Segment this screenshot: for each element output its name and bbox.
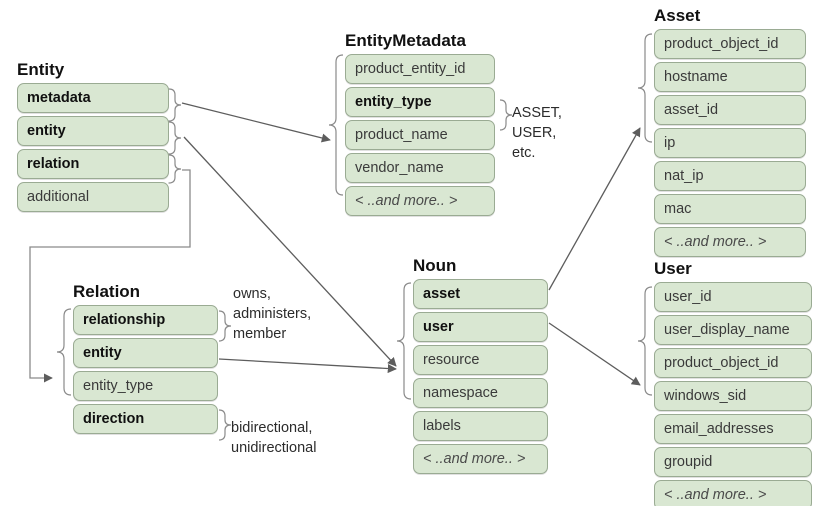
entitymetadata-group-brace: [328, 54, 344, 196]
field-asset-nat-ip[interactable]: nat_ip: [654, 161, 806, 191]
field-entity-additional[interactable]: additional: [17, 182, 169, 212]
field-list-asset: product_object_id hostname asset_id ip n…: [654, 29, 806, 257]
asset-group-brace: [637, 33, 653, 143]
field-user-user-display-name[interactable]: user_display_name: [654, 315, 812, 345]
field-relation-entity[interactable]: entity: [73, 338, 218, 368]
field-relation-relationship[interactable]: relationship: [73, 305, 218, 335]
group-title-relation: Relation: [73, 282, 141, 301]
field-list-noun: asset user resource namespace labels < .…: [413, 279, 548, 474]
annotation-relationship-values: owns, administers, member: [233, 286, 312, 342]
field-entitymetadata-product-name[interactable]: product_name: [345, 120, 495, 150]
connector-entity-metadata-to-entitymetadata: [181, 102, 331, 143]
field-noun-namespace[interactable]: namespace: [413, 378, 548, 408]
entity-field-braces: [168, 88, 182, 184]
field-asset-and-more[interactable]: < ..and more.. >: [654, 227, 806, 257]
field-relation-entity-type[interactable]: entity_type: [73, 371, 218, 401]
field-entitymetadata-product-entity-id[interactable]: product_entity_id: [345, 54, 495, 84]
annotation-entity-type-values: ASSET, USER, etc.: [512, 105, 562, 161]
group-asset: Asset product_object_id hostname asset_i…: [654, 6, 806, 257]
field-entity-metadata[interactable]: metadata: [17, 83, 169, 113]
direction-value-brace: [218, 409, 232, 441]
field-user-product-object-id[interactable]: product_object_id: [654, 348, 812, 378]
group-title-entity-metadata: EntityMetadata: [345, 31, 466, 50]
field-noun-user[interactable]: user: [413, 312, 548, 342]
field-noun-labels[interactable]: labels: [413, 411, 548, 441]
field-entitymetadata-vendor-name[interactable]: vendor_name: [345, 153, 495, 183]
noun-group-brace: [396, 282, 412, 400]
group-title-entity: Entity: [17, 60, 65, 79]
field-asset-product-object-id[interactable]: product_object_id: [654, 29, 806, 59]
field-asset-asset-id[interactable]: asset_id: [654, 95, 806, 125]
field-user-groupid[interactable]: groupid: [654, 447, 812, 477]
field-entitymetadata-entity-type[interactable]: entity_type: [345, 87, 495, 117]
field-entity-relation[interactable]: relation: [17, 149, 169, 179]
group-entity-metadata: EntityMetadata product_entity_id entity_…: [345, 31, 495, 216]
field-noun-and-more[interactable]: < ..and more.. >: [413, 444, 548, 474]
field-relation-direction[interactable]: direction: [73, 404, 218, 434]
field-user-windows-sid[interactable]: windows_sid: [654, 381, 812, 411]
entity-type-value-brace: [499, 99, 513, 131]
field-asset-ip[interactable]: ip: [654, 128, 806, 158]
relationship-value-brace: [218, 310, 232, 342]
field-user-user-id[interactable]: user_id: [654, 282, 812, 312]
field-list-relation: relationship entity entity_type directio…: [73, 305, 218, 434]
relation-group-brace: [56, 308, 72, 396]
field-asset-mac[interactable]: mac: [654, 194, 806, 224]
field-noun-asset[interactable]: asset: [413, 279, 548, 309]
group-noun: Noun asset user resource namespace label…: [413, 256, 548, 474]
field-list-user: user_id user_display_name product_object…: [654, 282, 812, 506]
field-noun-resource[interactable]: resource: [413, 345, 548, 375]
field-entity-entity[interactable]: entity: [17, 116, 169, 146]
group-user: User user_id user_display_name product_o…: [654, 259, 812, 506]
annotation-direction-values: bidirectional, unidirectional: [231, 420, 317, 456]
field-asset-hostname[interactable]: hostname: [654, 62, 806, 92]
group-title-noun: Noun: [413, 256, 457, 275]
connector-relation-entity-to-noun: [218, 358, 397, 374]
field-list-entity-metadata: product_entity_id entity_type product_na…: [345, 54, 495, 216]
group-title-user: User: [654, 259, 692, 278]
connector-noun-asset-to-asset: [548, 127, 641, 291]
field-list-entity: metadata entity relation additional: [17, 83, 169, 212]
field-user-and-more[interactable]: < ..and more.. >: [654, 480, 812, 506]
connector-noun-user-to-user: [548, 322, 641, 386]
group-relation: Relation relationship entity entity_type…: [73, 282, 218, 434]
field-user-email-addresses[interactable]: email_addresses: [654, 414, 812, 444]
field-entitymetadata-and-more[interactable]: < ..and more.. >: [345, 186, 495, 216]
group-title-asset: Asset: [654, 6, 701, 25]
group-entity: Entity metadata entity relation addition…: [17, 60, 169, 212]
user-group-brace: [637, 286, 653, 396]
